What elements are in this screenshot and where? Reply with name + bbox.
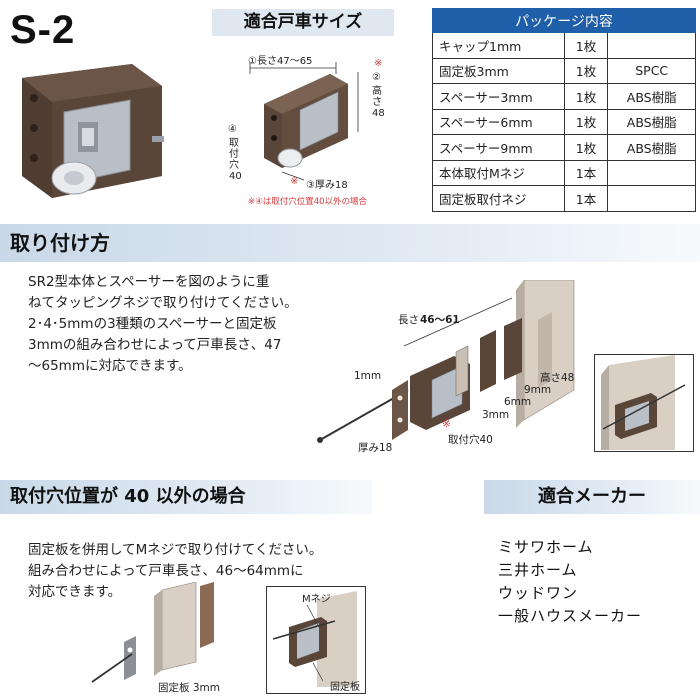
- install-mark: ※: [442, 418, 451, 430]
- makers-list: ミサワホーム 三井ホーム ウッドワン 一般ハウスメーカー: [498, 536, 642, 628]
- install-spacer9-label: 9mm: [524, 384, 552, 396]
- size-height-num: ②: [372, 72, 381, 83]
- makers-title: 適合メーカー: [484, 480, 700, 514]
- mscrew-detail-inset: [266, 586, 366, 694]
- install-detail-inset: [594, 354, 694, 452]
- size-thickness-label: ③厚み18: [306, 180, 348, 191]
- maker-item: ウッドワン: [498, 584, 579, 602]
- install-hole-label: 取付穴40: [448, 434, 493, 446]
- size-note: ※④は取付穴位置40以外の場合: [248, 197, 368, 207]
- install-length-value: 46～61: [420, 314, 460, 326]
- fixing-plate-diagram: [91, 582, 214, 683]
- mscrew-plate-label: 固定板: [330, 682, 360, 693]
- size-mark-bottom: ※: [290, 176, 299, 187]
- size-hole-num: ④: [228, 124, 237, 135]
- maker-item: 一般ハウスメーカー: [498, 607, 643, 625]
- install-detail-illustration: [601, 355, 686, 450]
- maker-item: 三井ホーム: [498, 561, 578, 579]
- install-text: SR2型本体とスペーサーを図のように重 ねてタッピングネジで取り付けてください。…: [28, 274, 298, 374]
- install-spacer6-label: 6mm: [504, 396, 532, 408]
- install-diagram: [317, 280, 575, 443]
- package-table-title: パッケージ内容: [432, 8, 696, 33]
- size-height-label: 高さ48: [372, 86, 385, 119]
- size-diagram: [249, 62, 359, 181]
- install-length-prefix: 長さ: [398, 314, 419, 326]
- install-thickness-label: 厚み18: [358, 442, 393, 454]
- install-cap-label: 1mm: [354, 370, 382, 382]
- mscrew-label: Mネジ: [302, 594, 331, 605]
- other-hole-text: 固定板を併用してMネジで取り付けてください。 組み合わせによって戸車長さ、46～…: [28, 542, 323, 600]
- size-section-title: 適合戸車サイズ: [212, 9, 394, 36]
- install-section-title: 取り付け方: [0, 224, 700, 262]
- product-photo: [22, 64, 164, 198]
- maker-item: ミサワホーム: [498, 538, 594, 556]
- size-mark-top: ※: [374, 58, 383, 69]
- fixing-plate-label: 固定板 3mm: [158, 682, 220, 694]
- size-hole-label: 取付穴40: [229, 138, 242, 182]
- other-hole-title: 取付穴位置が 40 以外の場合: [0, 480, 372, 514]
- size-length-label: ①長さ47～65: [248, 56, 313, 67]
- install-height-label: 高さ48: [540, 372, 575, 384]
- mscrew-detail-illustration: [272, 591, 357, 687]
- install-spacer3-label: 3mm: [482, 409, 510, 421]
- model-code: S-2: [10, 8, 76, 52]
